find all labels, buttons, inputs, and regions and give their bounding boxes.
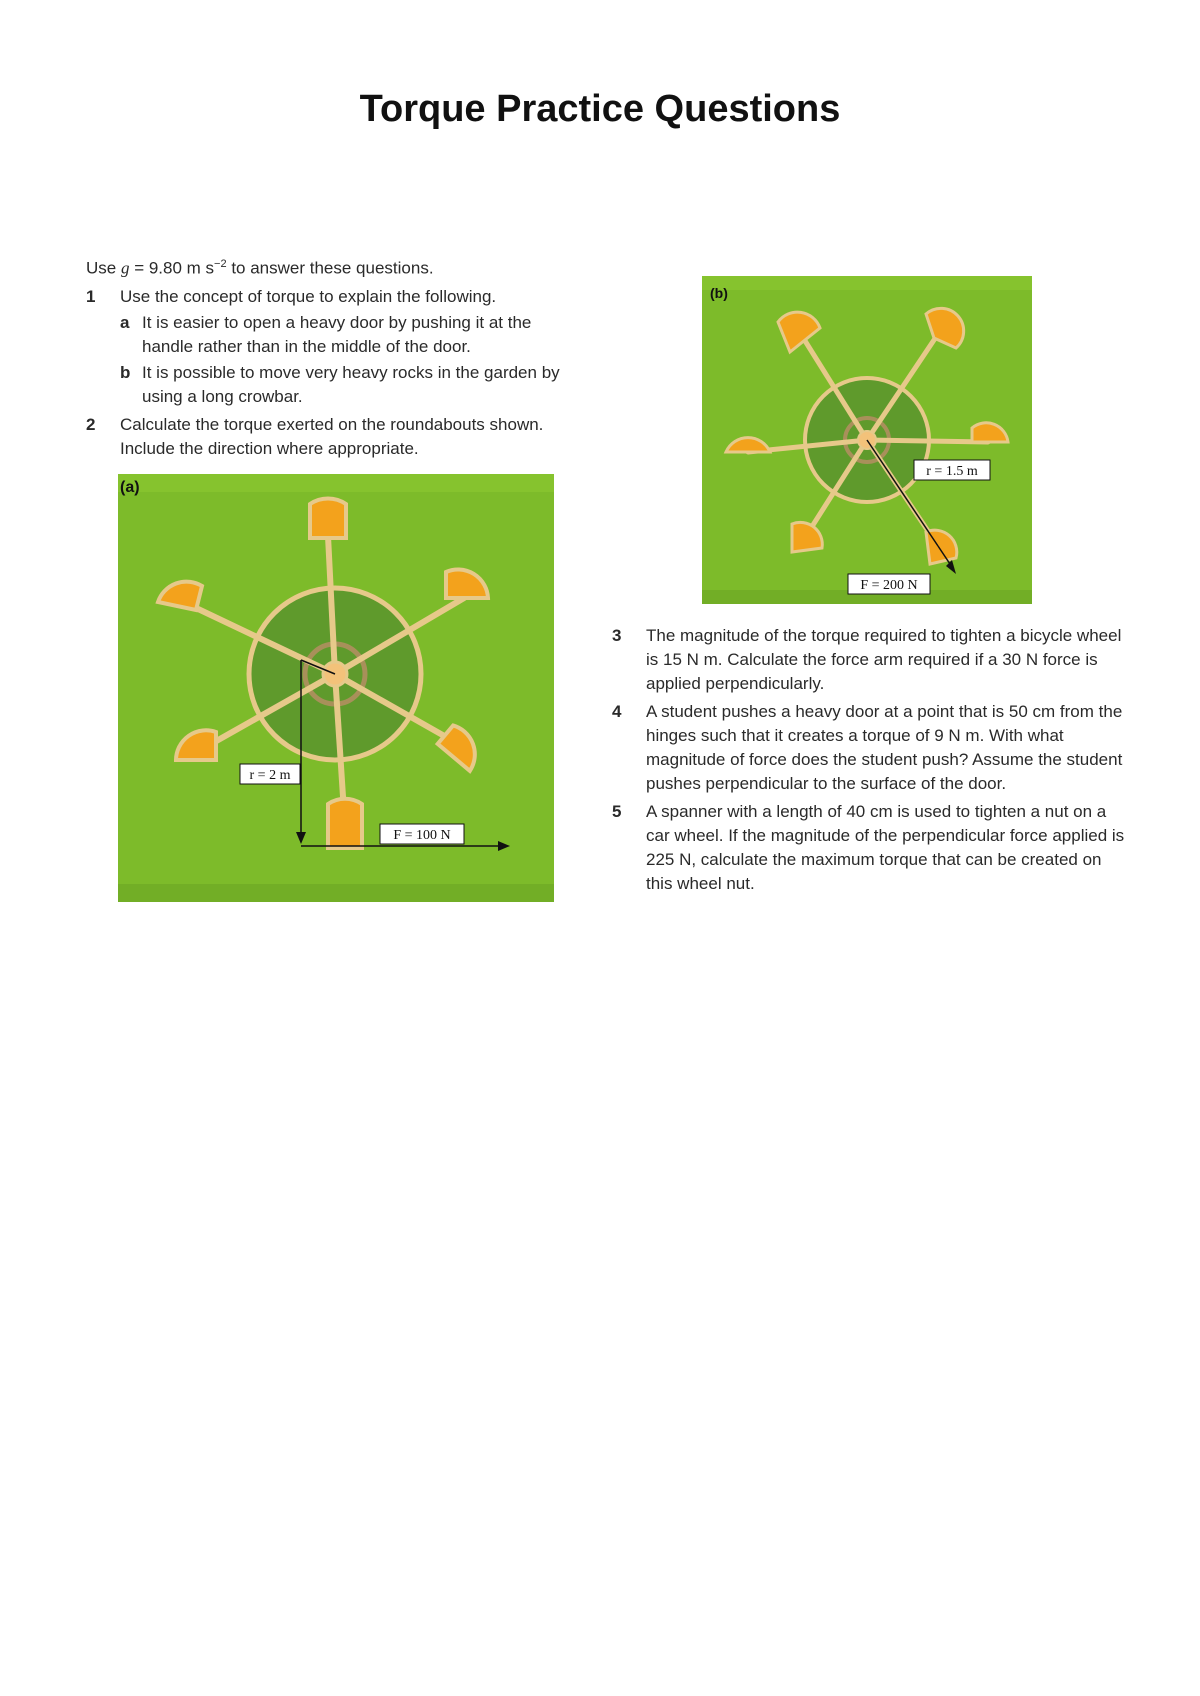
question-number: 1 bbox=[86, 286, 96, 306]
figure-a-label: (a) bbox=[120, 479, 140, 496]
question-number: 4 bbox=[612, 702, 622, 721]
intro-line: Use g = 9.80 m s−2 to answer these quest… bbox=[86, 252, 566, 281]
dimension-lines bbox=[300, 659, 498, 847]
question-text: The magnitude of the torque required to … bbox=[646, 626, 1122, 693]
question-1-part-b: b It is possible to move very heavy rock… bbox=[120, 361, 566, 409]
force-label-b: F = 200 N bbox=[860, 578, 917, 593]
part-letter: a bbox=[120, 312, 130, 332]
part-text: It is possible to move very heavy rocks … bbox=[142, 362, 560, 406]
intro-variable: g bbox=[120, 258, 130, 278]
radius-label-b: r = 1.5 m bbox=[926, 464, 978, 479]
roundabout-b-illustration: (b) r = 1.5 m F = 200 N bbox=[702, 276, 1032, 604]
part-text: It is easier to open a heavy door by pus… bbox=[142, 312, 532, 356]
question-5: 5 A spanner with a length of 40 cm is us… bbox=[612, 800, 1132, 896]
roundabout-figure-a: (a) r = 2 m F = 100 N bbox=[118, 474, 554, 902]
question-number: 2 bbox=[86, 414, 96, 434]
dimension-lines bbox=[866, 439, 951, 565]
right-column: 3 The magnitude of the torque required t… bbox=[612, 620, 1132, 896]
question-text: Use the concept of torque to explain the… bbox=[120, 286, 497, 306]
page-title: Torque Practice Questions bbox=[359, 88, 841, 130]
intro-prefix: Use bbox=[86, 258, 121, 278]
intro-suffix: to answer these questions. bbox=[226, 258, 434, 278]
question-text: A spanner with a length of 40 cm is used… bbox=[646, 802, 1125, 893]
intro-exponent: −2 bbox=[214, 258, 227, 270]
intro-value: = 9.80 m s bbox=[129, 258, 215, 278]
roundabout-figure-b: (b) r = 1.5 m F = 200 N bbox=[702, 276, 1032, 604]
question-text: A student pushes a heavy door at a point… bbox=[646, 702, 1123, 793]
question-text: Calculate the torque exerted on the roun… bbox=[120, 414, 544, 458]
roundabout-seats bbox=[155, 496, 491, 850]
roundabout-a-illustration: (a) r = 2 m F = 100 N bbox=[118, 474, 554, 902]
radius-label-a: r = 2 m bbox=[250, 768, 291, 783]
question-4: 4 A student pushes a heavy door at a poi… bbox=[612, 700, 1132, 796]
question-number: 3 bbox=[612, 626, 622, 645]
roundabout-seats bbox=[723, 306, 1010, 566]
force-label-a: F = 100 N bbox=[393, 828, 450, 843]
roundabout-spokes bbox=[193, 533, 467, 815]
part-letter: b bbox=[120, 362, 131, 382]
left-column: Use g = 9.80 m s−2 to answer these quest… bbox=[86, 252, 566, 461]
question-3: 3 The magnitude of the torque required t… bbox=[612, 624, 1132, 696]
question-1: 1 Use the concept of torque to explain t… bbox=[86, 285, 566, 409]
question-number: 5 bbox=[612, 802, 622, 821]
figure-b-label: (b) bbox=[710, 285, 728, 301]
question-1-part-a: a It is easier to open a heavy door by p… bbox=[120, 311, 566, 359]
question-2: 2 Calculate the torque exerted on the ro… bbox=[86, 413, 566, 461]
